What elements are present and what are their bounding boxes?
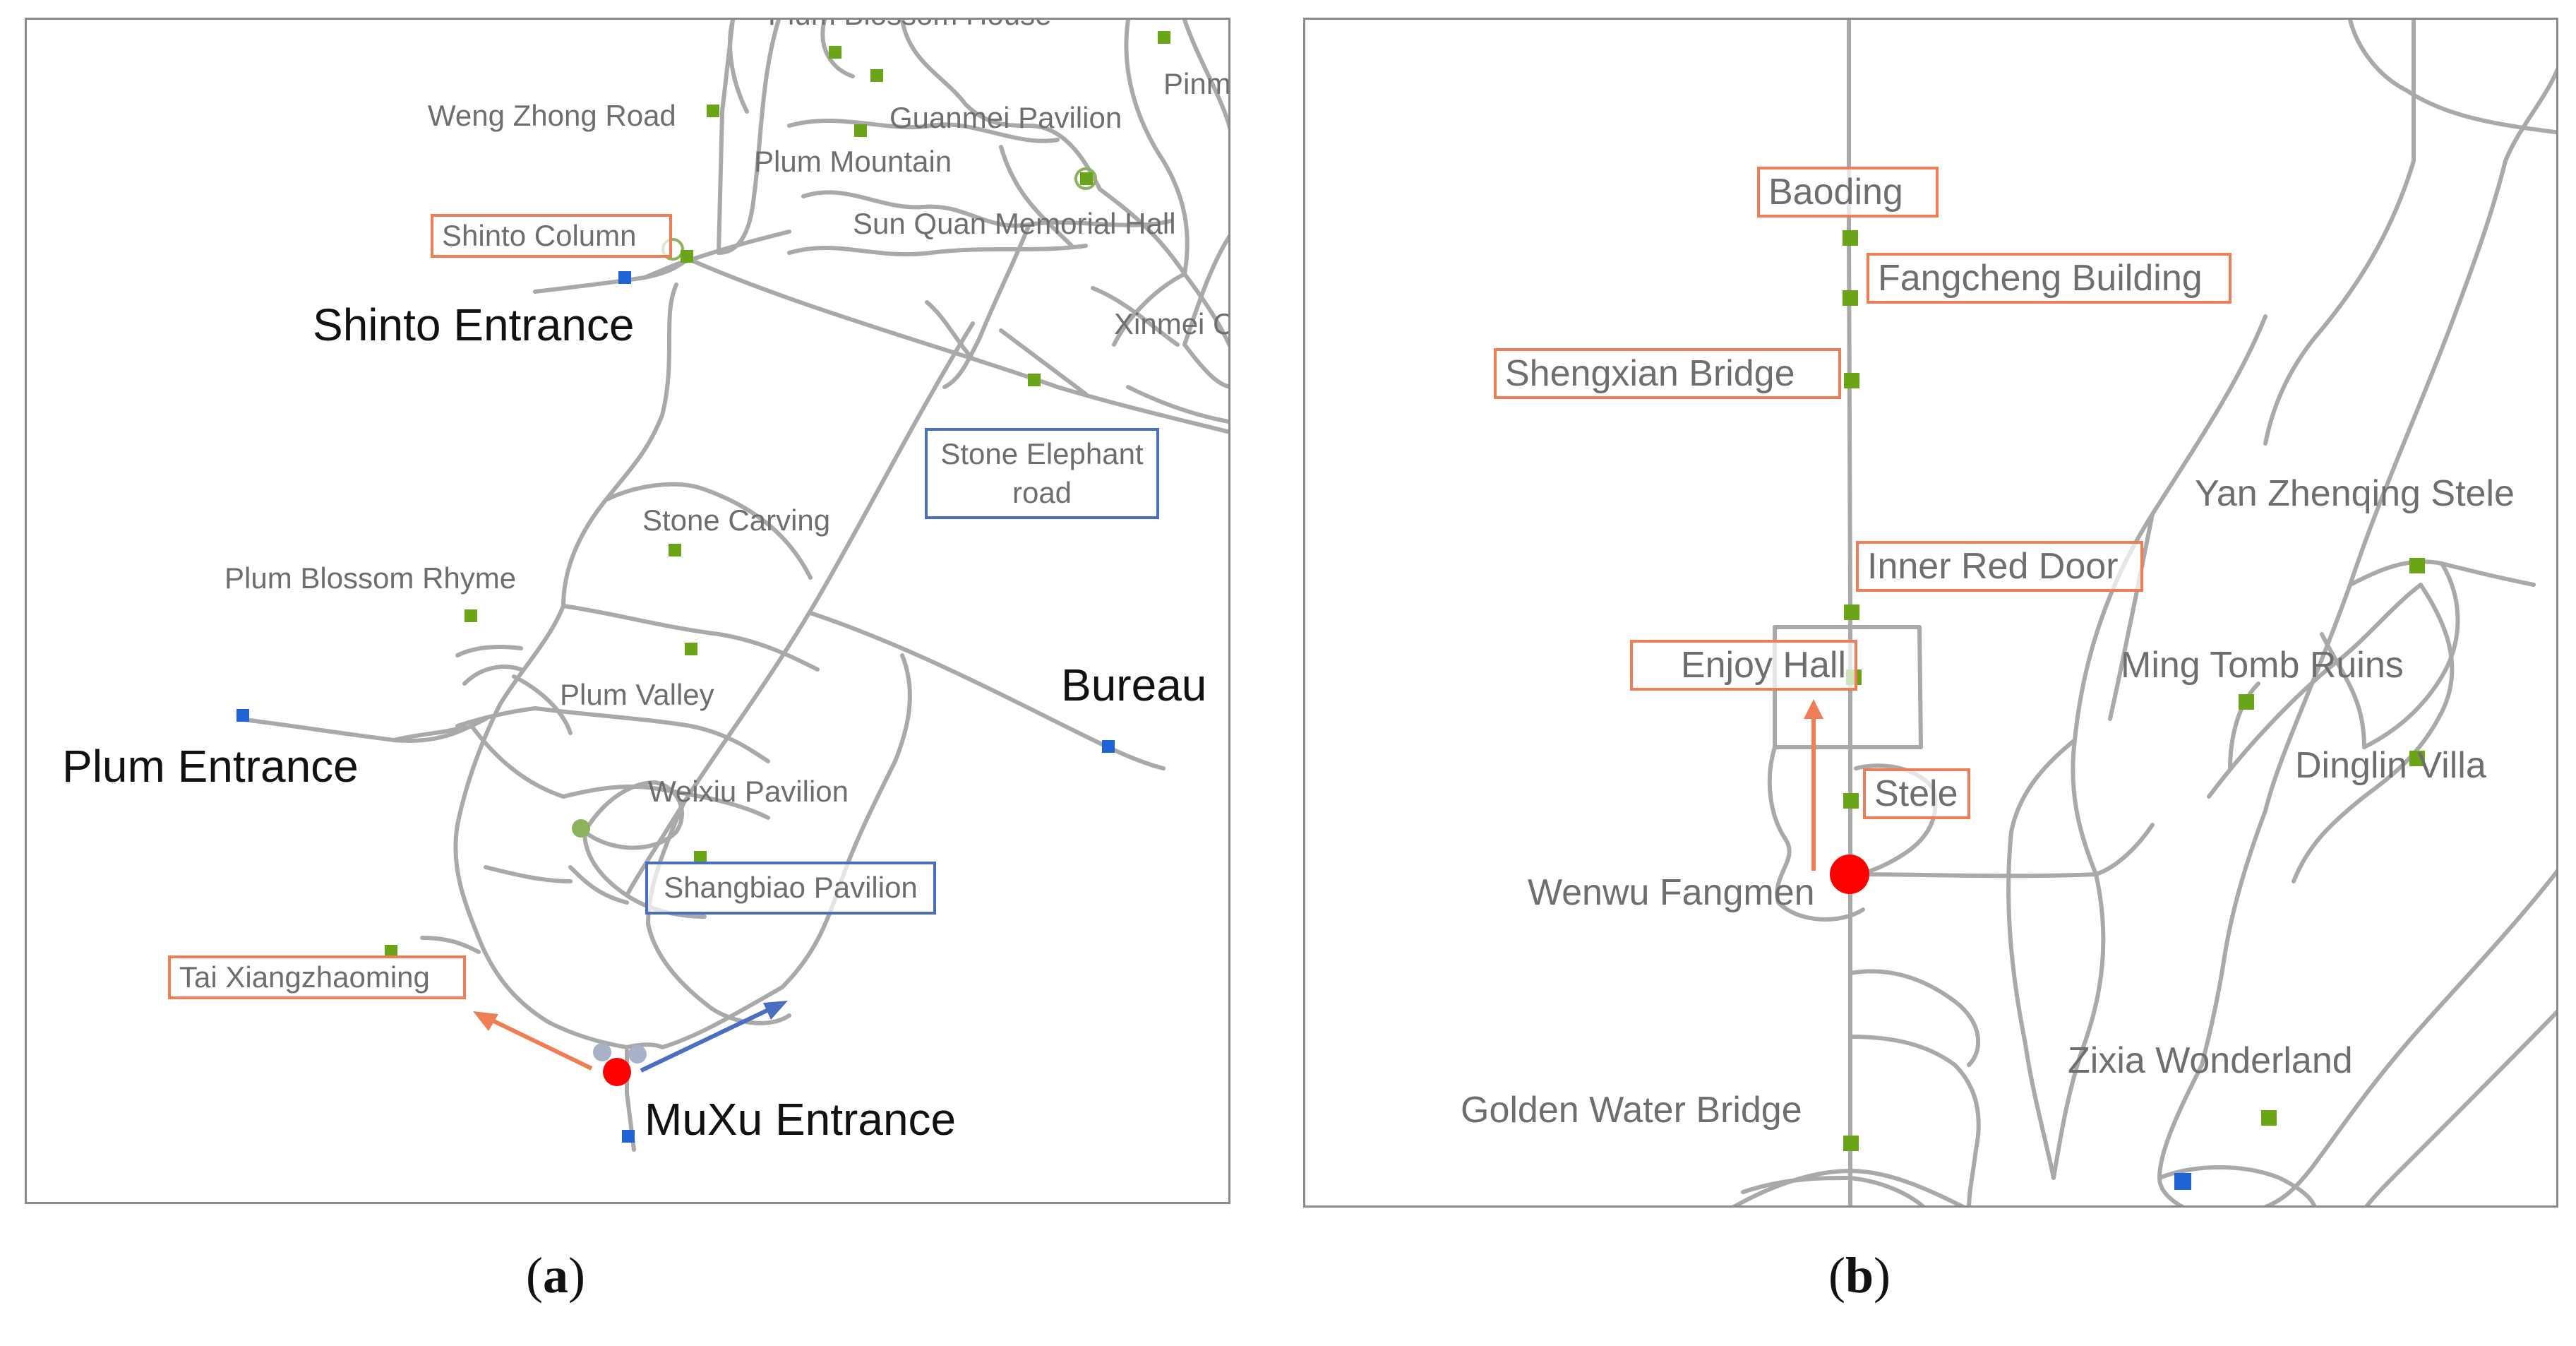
label-golden-water-bridge: Golden Water Bridge <box>1461 1090 1802 1131</box>
label-stone-elephant-road: Stone Elephant road <box>925 428 1159 520</box>
map-panel-b[interactable]: Baoding Fangcheng Building Shengxian Bri… <box>1303 18 2558 1208</box>
label-weng-zhong-road: Weng Zhong Road <box>428 99 676 132</box>
scenic-spot-marker[interactable] <box>669 544 681 556</box>
map-panel-a[interactable]: Plum Blossom House Weng Zhong Road Pinm … <box>25 18 1230 1204</box>
scenic-spot-marker[interactable] <box>1158 31 1170 44</box>
scenic-spot-marker[interactable] <box>870 69 883 82</box>
label-fangcheng-building: Fangcheng Building <box>1867 253 2231 304</box>
label-pinm-truncated: Pinm <box>1163 67 1230 100</box>
scenic-spot-marker[interactable] <box>1844 373 1859 388</box>
scenic-spot-marker[interactable] <box>854 124 867 137</box>
label-zixia-wonderland: Zixia Wonderland <box>2068 1040 2353 1081</box>
label-truncated-top: Plum Blossom House <box>768 20 1051 30</box>
label-xinmei-truncated: Xinmei C <box>1114 307 1230 340</box>
scenic-spot-marker[interactable] <box>2409 751 2425 766</box>
scenic-spot-marker[interactable] <box>2261 1110 2277 1126</box>
label-baoding: Baoding <box>1757 167 1939 218</box>
scenic-spot-marker[interactable] <box>685 643 697 655</box>
orange-route-arrow <box>473 1011 593 1071</box>
entrance-marker[interactable] <box>622 1130 635 1143</box>
label-ming-tomb-ruins: Ming Tomb Ruins <box>2121 645 2404 686</box>
start-point-marker[interactable] <box>603 1058 631 1086</box>
label-shangbiao-pavilion: Shangbiao Pavilion <box>645 862 936 915</box>
scenic-spot-marker[interactable] <box>385 945 397 958</box>
label-enjoy-hall: Enjoy Hall <box>1630 640 1857 691</box>
label-plum-mountain: Plum Mountain <box>754 145 952 178</box>
scenic-spot-marker[interactable] <box>1080 172 1093 185</box>
label-plum-entrance: Plum Entrance <box>62 741 359 792</box>
label-plum-blossom-rhyme: Plum Blossom Rhyme <box>224 561 517 595</box>
scenic-spot-marker[interactable] <box>1844 604 1859 620</box>
label-bureau: Bureau <box>1061 660 1207 710</box>
label-shengxian-bridge: Shengxian Bridge <box>1494 348 1841 399</box>
road-network-a <box>236 20 1228 1152</box>
scenic-spot-marker[interactable] <box>681 250 693 263</box>
label-wenwu-fangmen: Wenwu Fangmen <box>1528 872 1815 913</box>
entrance-marker[interactable] <box>1102 740 1115 753</box>
orange-route-arrow <box>1804 699 1823 871</box>
junction-dot <box>1074 167 1097 190</box>
entrance-marker[interactable] <box>236 709 249 722</box>
caption-a-letter: a <box>542 1247 568 1304</box>
label-muxu-entrance: MuXu Entrance <box>645 1094 957 1145</box>
caption-b: (b) <box>1828 1247 1891 1304</box>
scenic-spot-marker[interactable] <box>1843 290 1858 306</box>
start-point-marker[interactable] <box>1830 854 1869 894</box>
scenic-spot-marker[interactable] <box>1843 793 1859 809</box>
junction-dot <box>593 1043 611 1061</box>
scenic-spot-marker[interactable] <box>707 105 719 117</box>
label-shinto-entrance: Shinto Entrance <box>313 299 635 350</box>
scenic-spot-marker[interactable] <box>2409 558 2425 573</box>
label-dinglin-villa: Dinglin Villa <box>2295 745 2486 786</box>
entrance-marker[interactable] <box>618 271 631 284</box>
label-shinto-column: Shinto Column <box>431 214 672 258</box>
junction-dot <box>628 1045 647 1064</box>
entrance-marker[interactable] <box>2174 1173 2191 1190</box>
scenic-spot-marker[interactable] <box>465 609 477 622</box>
scenic-spot-marker[interactable] <box>1028 374 1041 386</box>
road-network-b <box>1732 20 2556 1205</box>
label-sun-quan-memorial-hall: Sun Quan Memorial Hall <box>853 207 1176 240</box>
label-guanmei-pavilion: Guanmei Pavilion <box>889 101 1122 134</box>
label-stele: Stele <box>1863 768 1970 819</box>
caption-a: (a) <box>526 1247 585 1304</box>
scenic-spot-marker[interactable] <box>1843 1136 1859 1151</box>
label-tai-xiangzhaoming: Tai Xiangzhaoming <box>168 955 466 999</box>
label-inner-red-door: Inner Red Door <box>1856 541 2143 592</box>
junction-dot <box>572 819 590 838</box>
scenic-spot-marker[interactable] <box>2239 694 2254 710</box>
scenic-spot-marker[interactable] <box>829 46 841 59</box>
scenic-spot-marker[interactable] <box>1843 230 1858 246</box>
label-yan-zhenqing-stele: Yan Zhenqing Stele <box>2195 473 2515 514</box>
label-plum-valley: Plum Valley <box>560 678 714 711</box>
blue-route-arrow <box>640 1001 788 1073</box>
label-weixiu-pavilion: Weixiu Pavilion <box>648 775 849 808</box>
scenic-spot-marker[interactable] <box>694 851 707 864</box>
caption-b-letter: b <box>1845 1247 1874 1304</box>
label-stone-carving: Stone Carving <box>642 504 831 537</box>
